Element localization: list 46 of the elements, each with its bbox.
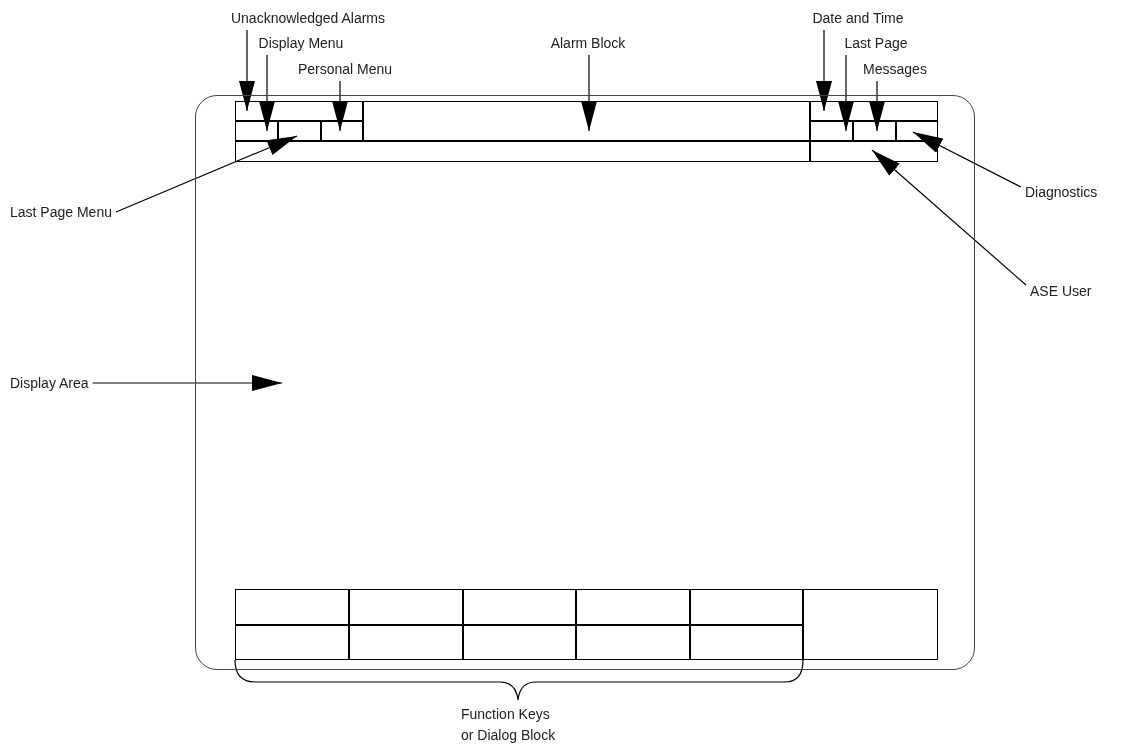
leader-line <box>115 135 298 213</box>
brace-label: Function Keys or Dialog Block <box>461 705 557 745</box>
leader-line <box>869 80 885 132</box>
screen-region <box>363 101 810 141</box>
callout-label: Diagnostics <box>1025 184 1098 200</box>
screen-region <box>463 589 576 625</box>
screen-region <box>690 589 803 625</box>
screen-region <box>810 101 938 121</box>
callout-label: ASE User <box>1030 283 1092 299</box>
screen-region <box>810 141 938 162</box>
screen-region <box>349 625 463 660</box>
screen-region <box>349 589 463 625</box>
screen-region <box>810 121 853 141</box>
callout-label: Personal Menu <box>297 61 393 77</box>
leader-line <box>816 29 832 112</box>
screen-region <box>235 589 349 625</box>
screen-region <box>576 589 690 625</box>
screen-region <box>235 101 363 121</box>
callout-label: Last Page Menu <box>10 204 112 220</box>
callout-label: Alarm Block <box>550 35 626 51</box>
leader-line <box>332 80 348 132</box>
screen-region <box>896 121 938 141</box>
screen-region <box>235 625 349 660</box>
screen-region <box>853 121 896 141</box>
screen-region <box>576 625 690 660</box>
leader-line <box>871 149 1027 286</box>
leader-line <box>912 131 1022 188</box>
leader-line <box>259 54 275 132</box>
screen-region <box>278 121 321 141</box>
screen-region <box>803 589 938 660</box>
callout-label: Display Menu <box>258 35 344 51</box>
leader-line <box>581 54 597 132</box>
screen-region <box>690 625 803 660</box>
callout-label: Unacknowledged Alarms <box>230 10 386 26</box>
leader-line <box>838 54 854 132</box>
callout-label: Display Area <box>10 375 89 391</box>
screen-region <box>321 121 363 141</box>
callout-label: Date and Time <box>812 10 904 26</box>
screen-region <box>235 121 278 141</box>
leader-line <box>92 375 283 391</box>
leader-line <box>239 29 255 112</box>
screen-region <box>235 141 810 162</box>
screen-region <box>463 625 576 660</box>
callout-label: Last Page <box>844 35 908 51</box>
screen-frame <box>195 95 975 670</box>
callout-label: Messages <box>863 61 927 77</box>
